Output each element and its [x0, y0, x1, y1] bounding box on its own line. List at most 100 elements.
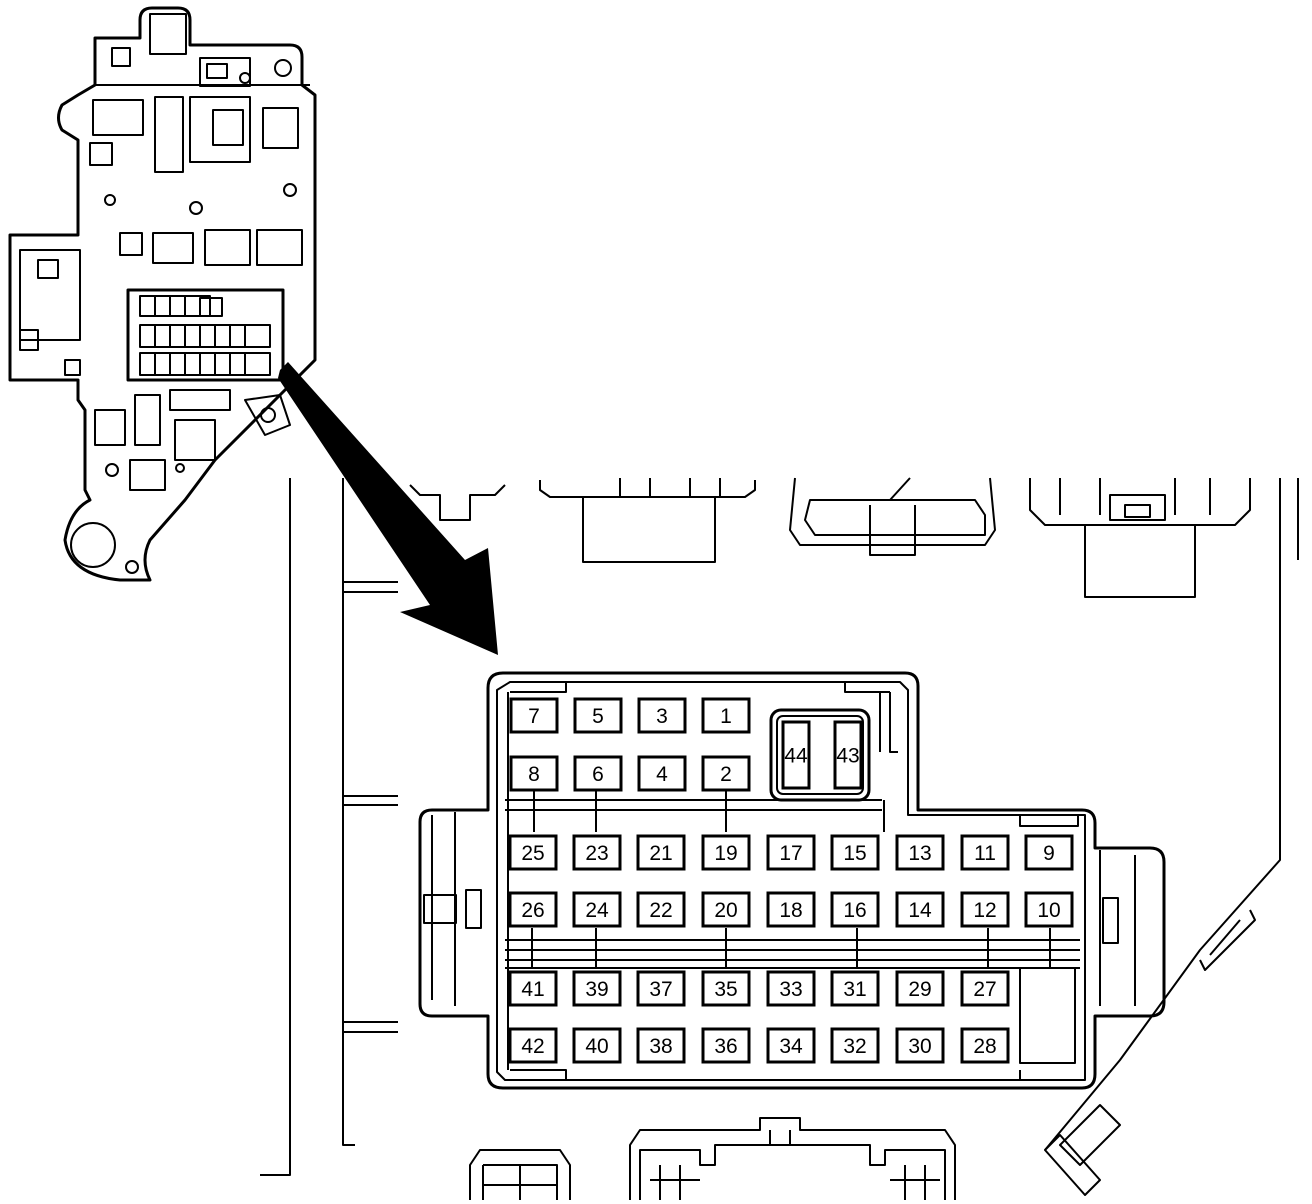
fuse-outline [830, 891, 880, 928]
relay-label: 44 [784, 745, 808, 768]
fuse-34: 34 [766, 1027, 816, 1064]
fuse-outline [637, 755, 687, 792]
fuse-label: 1 [720, 705, 732, 728]
fuse-26: 26 [508, 891, 558, 928]
fuse-9: 9 [1024, 834, 1074, 871]
fuse-label: 9 [1043, 842, 1055, 865]
fuse-18: 18 [766, 891, 816, 928]
panel-background [260, 477, 1299, 1200]
fuse-outline [701, 697, 751, 734]
fuse-label: 35 [714, 978, 737, 1001]
fuse-outline [636, 1027, 686, 1064]
fuse-label: 14 [908, 899, 932, 922]
fuse-label: 33 [779, 978, 802, 1001]
fuse-label: 15 [843, 842, 866, 865]
relay-outline [781, 720, 811, 790]
fuse-outline [572, 891, 622, 928]
fuse-outline [572, 1027, 622, 1064]
fuse-outline [572, 834, 622, 871]
fuse-4: 4 [637, 755, 687, 792]
fuse-39: 39 [572, 970, 622, 1007]
fuse-7: 7 [509, 697, 559, 734]
fuse-29: 29 [895, 970, 945, 1007]
relay-outline [833, 720, 863, 790]
fuse-outline [701, 1027, 751, 1064]
fuse-outline [508, 891, 558, 928]
fuse-outline [508, 970, 558, 1007]
fuse-label: 25 [521, 842, 544, 865]
fuse-25: 25 [508, 834, 558, 871]
fuse-6: 6 [573, 755, 623, 792]
fuse-outline [830, 834, 880, 871]
fuse-33: 33 [766, 970, 816, 1007]
fuse-outline [637, 697, 687, 734]
fuse-label: 38 [649, 1035, 672, 1058]
fuse-label: 23 [585, 842, 608, 865]
fuse-outline [701, 891, 751, 928]
fuse-36: 36 [701, 1027, 751, 1064]
fuse-outline [508, 1027, 558, 1064]
fuse-label: 37 [649, 978, 672, 1001]
fuse-30: 30 [895, 1027, 945, 1064]
fuse-label: 17 [779, 842, 802, 865]
fuse-outline [573, 755, 623, 792]
fuse-label: 39 [585, 978, 608, 1001]
pointer-arrow [278, 362, 498, 655]
fuse-37: 37 [636, 970, 686, 1007]
fuse-outline [766, 1027, 816, 1064]
fuse-1: 1 [701, 697, 751, 734]
fuse-19: 19 [701, 834, 751, 871]
fuse-label: 3 [656, 705, 668, 728]
fuse-label: 11 [974, 842, 996, 865]
fuse-label: 29 [908, 978, 931, 1001]
fuse-11: 11 [960, 834, 1010, 871]
fuse-label: 20 [714, 899, 737, 922]
fuse-block-outline [418, 671, 1166, 1090]
fuse-outline [895, 1027, 945, 1064]
fuse-outline [766, 891, 816, 928]
fuse-35: 35 [701, 970, 751, 1007]
fuse-outline [830, 970, 880, 1007]
fuse-outline [508, 834, 558, 871]
fuse-outline [701, 834, 751, 871]
fuse-27: 27 [960, 970, 1010, 1007]
fuse-12: 12 [960, 891, 1010, 928]
fuse-label: 2 [720, 763, 732, 786]
fuse-24: 24 [572, 891, 622, 928]
fuse-outline [1024, 834, 1074, 871]
fuse-label: 34 [779, 1035, 803, 1058]
fuse-outline [960, 970, 1010, 1007]
fuse-label: 36 [714, 1035, 737, 1058]
fuse-40: 40 [572, 1027, 622, 1064]
fuse-22: 22 [636, 891, 686, 928]
fuse-label: 16 [843, 899, 866, 922]
fuse-label: 42 [521, 1035, 544, 1058]
fuse-outline [509, 755, 559, 792]
fuse-outline [895, 891, 945, 928]
fuse-8: 8 [509, 755, 559, 792]
fuse-outline [960, 1027, 1010, 1064]
fuse-label: 10 [1037, 899, 1060, 922]
fuse-outline [960, 834, 1010, 871]
fuse-label: 32 [843, 1035, 866, 1058]
fuse-label: 4 [656, 763, 668, 786]
fuse-5: 5 [573, 697, 623, 734]
fuse-label: 30 [908, 1035, 931, 1058]
fuse-41: 41 [508, 970, 558, 1007]
fuse-label: 22 [649, 899, 672, 922]
fuse-outline [766, 834, 816, 871]
fuse-outline [895, 834, 945, 871]
fuse-label: 19 [714, 842, 737, 865]
relay-44: 44 [781, 720, 811, 790]
fuse-outline [573, 697, 623, 734]
fuse-2: 2 [701, 755, 751, 792]
fuse-label: 26 [521, 899, 544, 922]
fuse-outline [572, 970, 622, 1007]
fuse-label: 7 [528, 705, 540, 728]
fuse-label: 40 [585, 1035, 608, 1058]
fuse-outline [1024, 891, 1074, 928]
fuse-23: 23 [572, 834, 622, 871]
